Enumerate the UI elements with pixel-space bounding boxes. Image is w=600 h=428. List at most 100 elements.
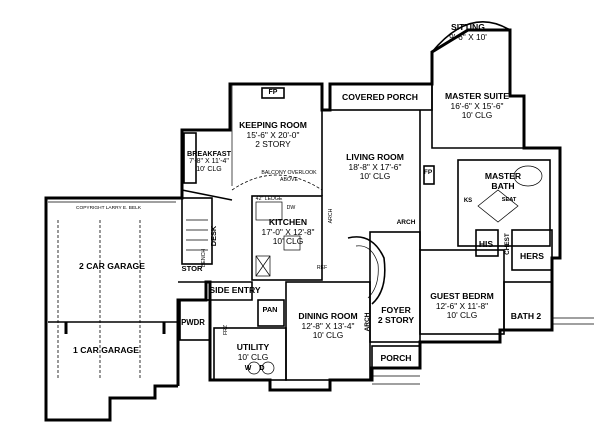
breakfast-bay <box>183 132 197 184</box>
label-arch-living: ARCH <box>396 219 416 226</box>
room-garage-2: 2 CAR GARAGE <box>79 261 145 272</box>
powder-walls <box>179 299 211 341</box>
label-arch-foyer: ARCH <box>364 312 372 332</box>
room-name: MASTER <box>484 171 522 181</box>
room-utility: UTILITY 10' CLG <box>236 342 270 362</box>
room-bath2: BATH 2 <box>510 311 542 322</box>
his-closet <box>475 229 499 257</box>
room-name: KITCHEN <box>268 217 308 227</box>
label-ks: KS <box>463 198 473 204</box>
balcony-overlook-arc <box>231 174 323 191</box>
room-name: BREAKFAST <box>187 149 231 158</box>
kitchen-walls <box>251 195 323 281</box>
room-ceiling: 10' CLG <box>312 330 344 341</box>
room-name: COVERED PORCH <box>342 92 418 102</box>
room-ceiling: 10' CLG <box>446 310 478 321</box>
label-balcony: BALCONY OVERLOOK <box>261 170 317 176</box>
label-fp-keeping: FP <box>268 89 278 96</box>
porch-walls <box>371 345 421 369</box>
range-mark <box>255 255 271 277</box>
fireplace-living <box>423 165 435 185</box>
room-size: 17'-0" X 12'-8" <box>261 226 315 237</box>
kitchen-island <box>283 235 301 251</box>
label-ref: REF <box>316 265 328 271</box>
room-keeping: KEEPING ROOM 15'-6" X 20'-0" 2 STORY <box>239 120 307 150</box>
label-dw: DW <box>286 205 296 211</box>
label-fp-living: FP <box>423 169 433 176</box>
room-master-bath: MASTER BATH <box>484 171 522 191</box>
room-ceiling: 10' CLG <box>359 171 391 182</box>
sitting-bay-arc <box>431 21 511 53</box>
room-name: GUEST BEDRM <box>430 291 494 301</box>
stair-desk-block <box>181 197 213 265</box>
dryer-symbol <box>261 361 275 375</box>
master-suite-walls <box>431 84 560 149</box>
room-porch: PORCH <box>380 353 412 364</box>
room-name: FOYER <box>381 305 411 315</box>
label-bench: BENCH <box>201 248 207 268</box>
room-note: 2 STORY <box>255 139 291 150</box>
label-stor: STOR <box>181 264 203 273</box>
tub-symbol <box>513 165 543 187</box>
room-name: MASTER SUITE <box>445 91 509 101</box>
room-ceiling: 10' CLG <box>461 110 493 121</box>
room-covered-porch: COVERED PORCH <box>342 92 418 103</box>
kitchen-counter <box>255 201 283 221</box>
label-above: ABOVE <box>280 177 298 183</box>
room-size: 12'-8" X 13'-4" <box>301 320 355 331</box>
room-name-2: BATH <box>491 180 515 191</box>
room-garage-1: 1 CAR GARAGE <box>73 345 139 356</box>
room-his: HIS <box>479 239 493 250</box>
room-hers: HERS <box>520 251 544 262</box>
room-name: SITTING <box>451 22 485 32</box>
label-desk: DESK <box>209 225 219 247</box>
room-size: 16'-6" X 15'-6" <box>450 100 504 111</box>
kitchen-counter-left <box>255 255 271 277</box>
bath2-walls <box>503 281 553 331</box>
label-washer: W <box>244 365 252 372</box>
label-ledge: 42" LEDGE <box>255 196 283 202</box>
pantry-walls <box>257 299 285 327</box>
label-dryer: D <box>259 365 265 372</box>
hers-closet <box>511 229 553 271</box>
washer-symbol <box>247 361 261 375</box>
room-name: BATH 2 <box>510 311 542 321</box>
room-guest: GUEST BEDRM 12'-6" X 11'-8" 10' CLG <box>430 291 494 321</box>
label-freezer: FRZ <box>223 324 229 336</box>
room-dining: DINING ROOM 12'-8" X 13'-4" 10' CLG <box>298 311 358 341</box>
room-ceiling: 10' CLG <box>272 236 304 247</box>
label-pwdr: PWDR <box>181 318 205 327</box>
curved-stair-inner <box>355 245 379 299</box>
room-size: 12'-6" X 11'-8" <box>435 300 489 311</box>
room-kitchen: KITCHEN 17'-0" X 12'-8" 10' CLG <box>261 217 315 247</box>
room-living: LIVING ROOM 18'-8" X 17'-6" 10' CLG <box>346 152 404 182</box>
room-size: 9'-6" X 10' <box>449 31 487 42</box>
room-name: SIDE ENTRY <box>209 285 261 295</box>
copyright-text: COPYRIGHT LARRY E. BELK <box>76 206 142 211</box>
room-master-suite: MASTER SUITE 16'-6" X 15'-6" 10' CLG <box>445 91 509 121</box>
room-name: UTILITY <box>236 342 270 352</box>
curved-stair <box>347 236 386 305</box>
room-size: 18'-8" X 17'-6" <box>348 161 402 172</box>
master-bath-walls <box>457 159 551 247</box>
room-sitting: SITTING 9'-6" X 10' <box>449 22 487 42</box>
room-note: 2 STORY <box>377 314 415 325</box>
room-ceiling: 10' CLG <box>237 351 269 362</box>
room-name: HERS <box>520 251 544 261</box>
label-arch-kitchen: ARCH <box>328 208 334 224</box>
label-seat: SEAT <box>501 197 517 203</box>
room-size: 15'-6" X 20'-0" <box>246 129 300 140</box>
room-side-entry: SIDE ENTRY <box>209 285 261 296</box>
room-foyer: FOYER 2 STORY <box>377 305 415 325</box>
room-name: PORCH <box>380 353 412 363</box>
label-chest: CHEST <box>504 233 512 255</box>
room-breakfast: BREAKFAST 7'-8" X 11'-4" 10' CLG <box>187 150 231 174</box>
room-name: KEEPING ROOM <box>239 120 307 130</box>
room-name: DINING ROOM <box>298 311 358 321</box>
garage-walls <box>44 196 178 422</box>
shower-seat <box>477 189 519 223</box>
side-entry-walls <box>178 281 253 301</box>
room-name: 2 CAR GARAGE <box>79 261 145 271</box>
